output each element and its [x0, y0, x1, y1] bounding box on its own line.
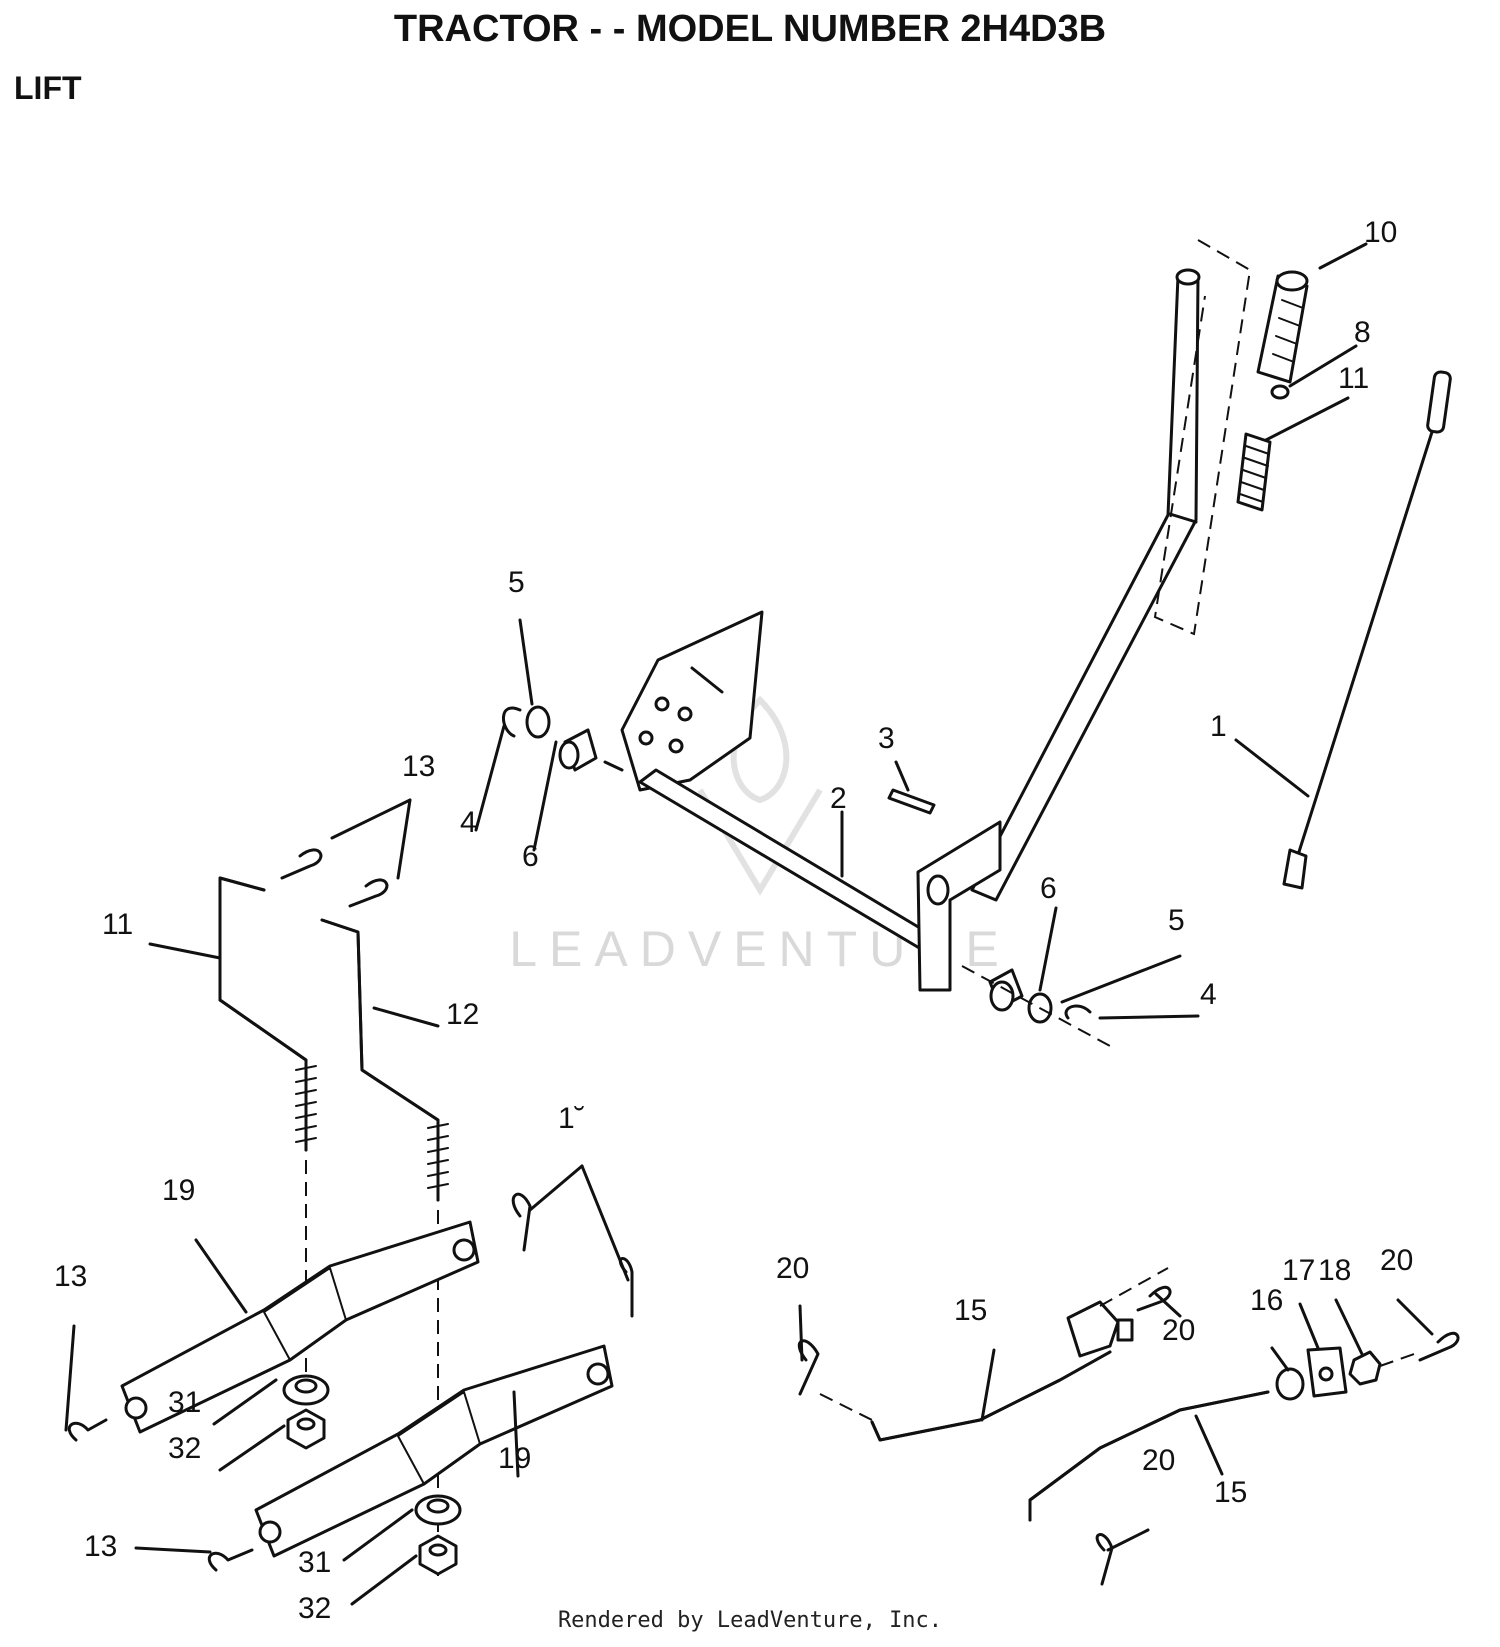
callout-1: 1 — [1210, 710, 1227, 743]
callout-13-bottom: 13 — [84, 1530, 118, 1563]
lift-rod-lower[interactable] — [1028, 1390, 1270, 1522]
callout-20-b: 20 — [1162, 1314, 1196, 1347]
callout-7: 10 — [1364, 216, 1398, 249]
callout-12: 12 — [446, 998, 480, 1031]
adjustment-block-17[interactable] — [1306, 1346, 1348, 1398]
callout-13-left: 13 — [54, 1260, 88, 1293]
callout-4-left: 4 — [460, 806, 477, 839]
footer-credit: Rendered by LeadVenture, Inc. — [557, 1608, 943, 1633]
callout-15-upper: 15 — [954, 1294, 988, 1327]
washer-16[interactable] — [1275, 1367, 1305, 1401]
callout-19-lower: 19 — [498, 1442, 532, 1475]
callout-17: 17 — [1282, 1254, 1316, 1287]
callout-6-right: 6 — [1040, 872, 1057, 905]
axis-block — [1379, 1351, 1421, 1367]
lift-handle[interactable] — [970, 268, 1201, 902]
callout-31-lower: 31 — [298, 1546, 332, 1579]
callout-31-upper: 31 — [168, 1386, 202, 1419]
leader-lines — [64, 242, 1434, 1606]
nut-18[interactable] — [1348, 1350, 1382, 1386]
page-title: TRACTOR - - MODEL NUMBER 2H4D3B — [393, 8, 1107, 50]
callout-13-top: 13 — [402, 750, 436, 783]
lift-link-11[interactable] — [218, 876, 317, 1152]
axis-rod-upper-top — [1099, 1267, 1169, 1307]
key[interactable] — [887, 788, 936, 815]
axis-right — [961, 965, 1111, 1047]
callout-8: 8 — [1354, 316, 1371, 349]
handle-grip[interactable] — [1256, 270, 1309, 384]
lift-arm-bracket[interactable] — [916, 820, 1002, 992]
callout-32-upper: 32 — [168, 1432, 202, 1465]
axis-rod-upper — [819, 1393, 873, 1421]
button[interactable] — [1270, 384, 1290, 400]
callout-6-left: 6 — [522, 840, 539, 873]
callout-20-d: 20 — [1142, 1444, 1176, 1477]
nut-32-lower[interactable] — [418, 1534, 458, 1576]
callout-13-mid: 1˘ — [558, 1102, 585, 1135]
callout-18: 18 — [1318, 1254, 1352, 1287]
spring[interactable] — [1236, 432, 1272, 512]
lift-arm-lower[interactable] — [254, 1344, 614, 1558]
e-ring-left[interactable] — [502, 706, 522, 738]
callout-16: 16 — [1250, 1284, 1284, 1317]
callout-15-lower: 15 — [1214, 1476, 1248, 1509]
callout-32-lower: 32 — [298, 1592, 332, 1625]
washer-left[interactable] — [525, 705, 551, 739]
callout-3: 3 — [878, 722, 895, 755]
bushing-31-lower[interactable] — [414, 1494, 462, 1526]
callout-2: 2 — [830, 782, 847, 815]
callout-19-upper: 19 — [162, 1174, 196, 1207]
e-ring-right[interactable] — [1064, 1004, 1092, 1020]
callout-4-right: 4 — [1200, 978, 1217, 1011]
shaft-end-left — [603, 760, 624, 772]
callout-20-c: 20 — [1380, 1244, 1414, 1277]
bushing-31-upper[interactable] — [282, 1374, 330, 1406]
callout-5-left: 5 — [508, 566, 525, 599]
lift-link-12[interactable] — [320, 918, 449, 1202]
callout-11: 11 — [102, 908, 134, 941]
callout-20-a: 20 — [776, 1252, 810, 1285]
lift-rod-upper[interactable] — [870, 1300, 1134, 1442]
bushing-left[interactable] — [558, 728, 598, 772]
grip-assembly-outline — [1153, 239, 1252, 636]
lift-arm-upper[interactable] — [120, 1220, 480, 1434]
section-title: LIFT — [14, 70, 82, 106]
release-rod[interactable] — [1282, 370, 1452, 890]
callout-10: 11 — [1338, 362, 1370, 395]
callout-5-right: 5 — [1168, 904, 1185, 937]
nut-32-upper[interactable] — [286, 1408, 326, 1450]
mounting-bracket[interactable] — [620, 610, 764, 792]
